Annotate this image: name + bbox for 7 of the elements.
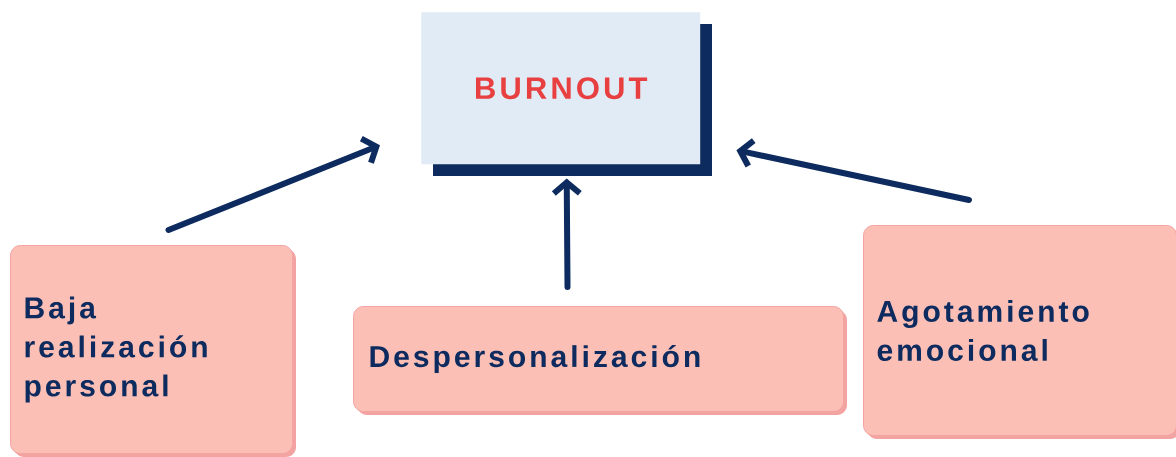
category-box: Agotamiento emocional (863, 225, 1176, 439)
title-box: BURNOUT (421, 12, 712, 176)
arrow (551, 178, 582, 290)
arrow (736, 138, 972, 203)
arrow (165, 136, 380, 233)
category-box: Despersonalización (353, 306, 847, 415)
category-box: Baja realización personal (10, 245, 296, 457)
